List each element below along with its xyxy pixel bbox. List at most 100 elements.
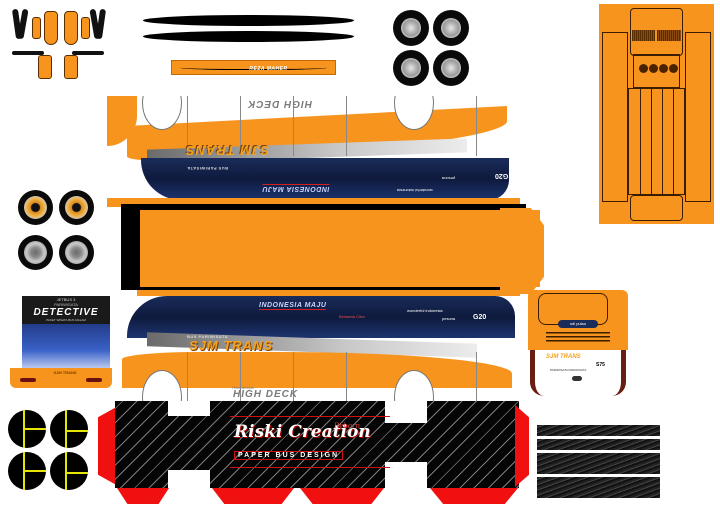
side-banner: INDONESIA MAJU (259, 302, 327, 310)
chassis-subtitle: PAPER BUS DESIGN (234, 451, 344, 460)
sign-label: PARIWISATA (54, 302, 78, 307)
wheel-silver (18, 235, 53, 270)
rear-tagline: PARIWISATA PARIWISATA (550, 368, 587, 372)
side-window-band (127, 296, 515, 338)
chassis-tab (212, 488, 294, 504)
banner-subtitle: Bersama Citra (339, 314, 365, 319)
deck-prefix: Hino sleeper (232, 385, 255, 390)
mirror-glass (32, 17, 41, 39)
rear-grille (546, 332, 610, 344)
orange-top-stripe (137, 290, 520, 296)
wiper-blade-bottom (143, 31, 354, 42)
panel-line (187, 352, 188, 402)
tire-tread-strip (537, 477, 660, 498)
mirror-glass (81, 17, 90, 39)
chassis-tab (117, 488, 169, 504)
mirror-housing (64, 11, 78, 45)
deck-label: HIGH DECK (233, 389, 299, 400)
chassis-signature: Reborn (334, 422, 360, 430)
chassis-cutout (168, 401, 210, 416)
name-strip: REZA MAHER (171, 60, 336, 75)
panel-line (346, 96, 347, 156)
panel-line (476, 96, 477, 156)
mirror-stalk-left (12, 51, 44, 55)
rear-window (538, 293, 608, 325)
mirror-base-left (38, 55, 52, 79)
chassis-tab (430, 488, 518, 504)
brand-subtitle: BUS PARIWISATA (187, 334, 228, 339)
roof-vent (632, 30, 655, 41)
mirror-arm-left-2 (17, 8, 29, 40)
rear-window-label: sdl pulau (558, 320, 598, 328)
roof-front-cap (630, 8, 683, 56)
chassis-flap-left (98, 405, 120, 487)
rear-lower (530, 350, 626, 396)
chassis-title: Riski Creation (234, 422, 371, 442)
chassis-flap-right (515, 405, 529, 487)
roof-rib (640, 88, 641, 195)
rear-emblem (572, 376, 582, 381)
front-top-text: JETBUS 3 (56, 297, 76, 302)
indonesia-logo: wonderful indonesia (407, 308, 443, 313)
name-strip-label: REZA MAHER (249, 66, 288, 72)
pesona-logo: pesona (442, 176, 456, 181)
sign-subtitle: PAKET WISATA BUS MALAM (46, 318, 86, 322)
roof-light (649, 64, 658, 73)
pesona-logo: pesona (442, 316, 456, 321)
headlight-right (86, 378, 102, 382)
floor-tab (500, 208, 544, 294)
side-window-band (141, 158, 509, 200)
bus-front: JETBUS 3 PARIWISATA DETECTIVE PAKET WISA… (10, 292, 112, 394)
wheel-gold (59, 190, 94, 225)
wheel-chrome (393, 10, 429, 46)
mirror-housing (44, 11, 58, 45)
roof-vent (657, 30, 681, 41)
deck-label: HIGH DECK (247, 98, 313, 109)
bus-rear: sdl pulau SJM TRANS S75 PARIWISATA PARIW… (528, 290, 628, 398)
panel-line (240, 96, 241, 156)
destination-sign: JETBUS 3 PARIWISATA DETECTIVE PAKET WISA… (22, 296, 110, 324)
panel-line (346, 352, 347, 402)
wheel-chrome (433, 50, 469, 86)
roof-rib (673, 88, 674, 195)
plate-strip: SJM TRANS (53, 370, 77, 375)
orange-lower-stripe (107, 198, 520, 207)
front-bumper (10, 368, 112, 388)
wheel-cover (50, 452, 88, 490)
side-panel-lower: INDONESIA MAJU Bersama Citra wonderful i… (107, 290, 520, 402)
wheel-chrome (433, 10, 469, 46)
roof-light (659, 64, 668, 73)
wheel-chrome (393, 50, 429, 86)
headlight-left (20, 378, 36, 382)
mirror-stalk-right (72, 51, 104, 55)
wheel-gold (18, 190, 53, 225)
wheel-cover (8, 452, 46, 490)
panel-line (476, 352, 477, 402)
tire-tread-strip (537, 453, 660, 474)
roof-rear-cap (630, 195, 683, 221)
tire-tread-strip (537, 439, 660, 450)
indonesia-logo: wonderful indonesia (397, 188, 433, 193)
chassis-red-frame (230, 416, 390, 468)
mirror-parts (8, 5, 108, 83)
roof-light (639, 64, 648, 73)
panel-line (187, 96, 188, 156)
rear-number: S75 (596, 362, 605, 368)
side-panel-upper: HIGH DECK SJM TRANS BUS PARIWISATA INDON… (107, 96, 520, 207)
panel-line (293, 352, 294, 402)
rear-brand: SJM TRANS (546, 354, 581, 360)
chassis-cutout (385, 401, 427, 423)
panel-line (293, 96, 294, 156)
mirror-arm-right-2 (95, 8, 107, 40)
chassis-tab (300, 488, 384, 504)
brand-logo: SJM TRANS (185, 143, 270, 158)
brand-logo: SJM TRANS (189, 338, 274, 353)
strip-curve (180, 64, 327, 70)
sign-title: DETECTIVE (33, 307, 99, 318)
roof-rib (651, 88, 652, 195)
mirror-base-right (64, 55, 78, 79)
floor-orange (140, 210, 540, 287)
roof-flap-right (685, 32, 711, 202)
brand-subtitle: BUS PARIWISATA (187, 166, 228, 171)
g20-logo: G20 (495, 172, 509, 179)
